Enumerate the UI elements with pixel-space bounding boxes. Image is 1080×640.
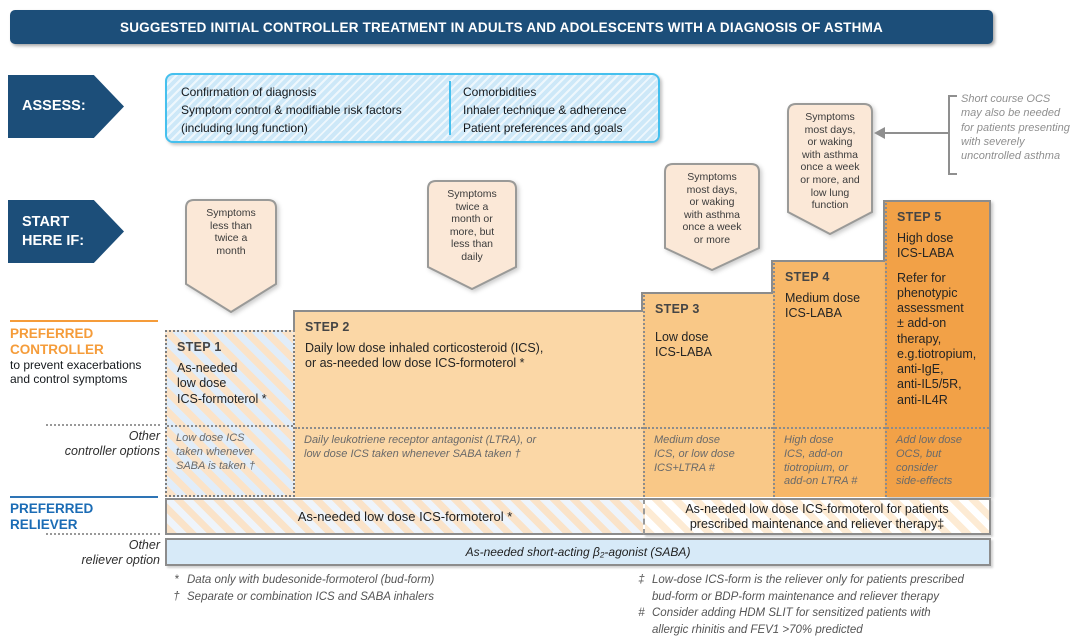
step-1-other-options: Low dose ICS taken whenever SABA is take… — [167, 425, 293, 495]
step-3-other-options: Medium dose ICS, or low dose ICS+LTRA # — [645, 427, 773, 497]
other-controller-options-label: Other controller options — [46, 424, 160, 459]
stair-edge — [883, 200, 885, 262]
step-3-title: STEP 3 — [655, 302, 700, 316]
step-5-referral: Refer for phenotypic assessment ± add-on… — [897, 270, 977, 407]
step-3-box: STEP 3 Low dose ICS-LABA Medium dose ICS… — [643, 292, 773, 497]
other-reliever-saba-cell: As-needed short-acting β₂-agonist (SABA) — [165, 538, 991, 566]
footnote-text: Consider adding HDM SLIT for sensitized … — [652, 607, 931, 637]
preferred-controller-label: PREFERRED CONTROLLER — [10, 326, 104, 357]
step-1-box: STEP 1 As-needed low dose ICS-formoterol… — [165, 330, 295, 497]
step-5-box: STEP 5 High dose ICS-LABA Refer for phen… — [885, 200, 991, 497]
step-5-treatment: High dose ICS-LABA — [897, 231, 954, 261]
page-title: SUGGESTED INITIAL CONTROLLER TREATMENT I… — [120, 19, 883, 35]
footnote-hash: # Consider adding HDM SLIT for sensitize… — [637, 605, 964, 638]
preferred-reliever-left-cell: As-needed low dose ICS-formoterol * — [165, 498, 643, 535]
reliever-right-text: As-needed low dose ICS-formoterol for pa… — [685, 502, 949, 531]
ocs-note-bracket — [948, 95, 957, 175]
start-here-arrow-label: START HERE IF: — [22, 214, 85, 249]
preferred-controller-desc: to prevent exacerbations and control sym… — [10, 358, 142, 387]
stair-edge — [293, 310, 295, 332]
symptom-bubble-step5: Symptoms most days, or waking with asthm… — [787, 103, 873, 235]
footnote-marker: † — [173, 590, 180, 603]
bubble-text: Symptoms less than twice a month — [206, 207, 256, 257]
assess-arrow-label: ASSESS: — [22, 98, 86, 115]
footnote-dagger: † Separate or combination ICS and SABA i… — [172, 589, 434, 606]
step-5-title: STEP 5 — [897, 210, 942, 224]
title-bar: SUGGESTED INITIAL CONTROLLER TREATMENT I… — [10, 10, 993, 44]
reliever-left-text: As-needed low dose ICS-formoterol * — [297, 509, 513, 524]
step-2-title: STEP 2 — [305, 320, 350, 334]
step-3-treatment: Low dose ICS-LABA — [655, 330, 712, 360]
bubble-shape — [787, 103, 873, 235]
step-1-title: STEP 1 — [177, 340, 222, 354]
footnote-text: Data only with budesonide-formoterol (bu… — [187, 574, 435, 586]
footnote-marker: * — [174, 574, 179, 586]
start-here-arrow: START HERE IF: — [8, 200, 124, 263]
step-2-box: STEP 2 Daily low dose inhaled corticoste… — [295, 310, 643, 497]
assess-column-1: Confirmation of diagnosis Symptom contro… — [181, 85, 402, 135]
step-1-treatment: As-needed low dose ICS-formoterol * — [177, 361, 267, 406]
ocs-arrow-line — [884, 132, 948, 134]
footnote-marker: # — [638, 607, 645, 620]
symptom-bubble-step1: Symptoms less than twice a month — [185, 199, 277, 313]
ocs-note-text: Short course OCS may also be needed for … — [961, 93, 1070, 163]
reliever-divider-line — [10, 496, 158, 498]
step-4-treatment: Medium dose ICS-LABA — [785, 291, 861, 321]
preferred-reliever-right-cell: As-needed low dose ICS-formoterol for pa… — [643, 498, 991, 535]
preferred-reliever-label: PREFERRED RELIEVER — [10, 501, 94, 532]
step-2-treatment: Daily low dose inhaled corticosteroid (I… — [305, 341, 544, 371]
step-5-other-options: Add low dose OCS, but consider side-effe… — [887, 427, 989, 497]
assess-column-2: Comorbidities Inhaler technique & adhere… — [463, 85, 627, 135]
step-4-box: STEP 4 Medium dose ICS-LABA High dose IC… — [773, 260, 885, 497]
bubble-text: Symptoms most days, or waking with asthm… — [800, 111, 860, 212]
bubble-text: Symptoms most days, or waking with asthm… — [682, 171, 742, 246]
footnote-asterisk: * Data only with budesonide-formoterol (… — [172, 572, 434, 589]
bubble-shape — [427, 180, 517, 290]
stair-edge — [771, 260, 773, 294]
bubble-shape — [185, 199, 277, 313]
controller-divider-line — [10, 320, 158, 322]
footnote-text: Separate or combination ICS and SABA inh… — [187, 590, 434, 603]
symptom-bubble-step3: Symptoms most days, or waking with asthm… — [664, 163, 760, 271]
bubble-shape — [664, 163, 760, 271]
assess-divider — [449, 81, 451, 135]
other-reliever-option-label: Other reliever option — [46, 533, 160, 568]
footnote-double-dagger: ‡ Low-dose ICS-form is the reliever only… — [637, 572, 964, 605]
left-arrow-icon — [874, 127, 885, 139]
assess-arrow: ASSESS: — [8, 75, 124, 138]
step-2-other-options: Daily leukotriene receptor antagonist (L… — [295, 427, 643, 497]
footnotes-left: * Data only with budesonide-formoterol (… — [172, 572, 434, 605]
saba-text: As-needed short-acting β₂-agonist (SABA) — [465, 545, 691, 559]
step-4-other-options: High dose ICS, add-on tiotropium, or add… — [775, 427, 885, 497]
symptom-bubble-step2: Symptoms twice a month or more, but less… — [427, 180, 517, 290]
footnote-marker: ‡ — [638, 574, 645, 586]
footnote-text: Low-dose ICS-form is the reliever only f… — [652, 574, 964, 603]
bubble-text: Symptoms twice a month or more, but less… — [447, 188, 497, 263]
step-4-title: STEP 4 — [785, 270, 830, 284]
stair-edge — [641, 292, 643, 312]
footnotes-right: ‡ Low-dose ICS-form is the reliever only… — [637, 572, 964, 639]
assess-box: Confirmation of diagnosis Symptom contro… — [165, 73, 660, 143]
